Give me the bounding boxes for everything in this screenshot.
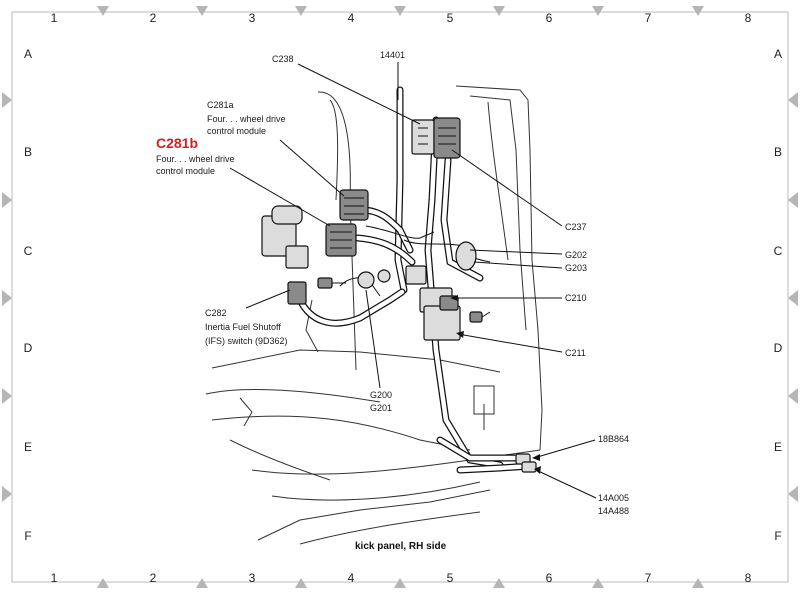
col-label: 3 <box>249 571 256 585</box>
row-label: A <box>24 47 32 61</box>
row-label: C <box>774 244 783 258</box>
col-label: 6 <box>546 571 553 585</box>
label-c281b-desc: control module <box>156 166 215 176</box>
label-c281a-desc: Four. . . wheel drive <box>207 114 286 124</box>
ground-g200-g201 <box>357 269 391 289</box>
label-c281a: C281a <box>207 100 234 110</box>
label-c282: C282 <box>205 308 227 318</box>
label-g200: G200 <box>370 390 392 400</box>
label-14401: 14401 <box>380 50 405 60</box>
label-c238: C238 <box>272 54 294 64</box>
col-label: 2 <box>150 571 157 585</box>
bolt-icon <box>469 311 491 323</box>
leader-lines <box>229 62 597 499</box>
connector-c281a <box>339 189 369 221</box>
grid-markers-vertical <box>2 92 798 502</box>
col-label: 6 <box>546 11 553 25</box>
col-label: 8 <box>745 11 752 25</box>
col-label: 7 <box>645 11 652 25</box>
label-c210: C210 <box>565 293 587 303</box>
col-label: 5 <box>447 11 454 25</box>
label-c211: C211 <box>565 348 586 358</box>
vehicle-body <box>205 85 543 545</box>
ifs-switch-c282 <box>261 205 309 305</box>
bolt-icon <box>317 277 346 289</box>
row-label: A <box>774 47 782 61</box>
row-labels-right: A B C D E F <box>774 47 783 543</box>
col-label: 1 <box>51 11 58 25</box>
col-label: 3 <box>249 11 256 25</box>
connector-small <box>405 265 427 285</box>
col-label: 2 <box>150 11 157 25</box>
diagram-caption: kick panel, RH side <box>355 541 447 552</box>
col-label: 7 <box>645 571 652 585</box>
label-c237: C237 <box>565 222 587 232</box>
row-label: E <box>774 440 782 454</box>
col-label: 5 <box>447 571 454 585</box>
label-g203: G203 <box>565 263 587 273</box>
row-label: D <box>774 341 783 355</box>
col-label: 1 <box>51 571 58 585</box>
label-18b864: 18B864 <box>598 434 629 444</box>
row-label: E <box>24 440 32 454</box>
harness-ends <box>515 453 537 473</box>
row-label: F <box>24 529 31 543</box>
row-label: C <box>24 244 33 258</box>
arrow-heads <box>450 295 541 474</box>
column-labels-bottom: 1 2 3 4 5 6 7 8 <box>51 571 752 585</box>
col-label: 8 <box>745 571 752 585</box>
ground-g202-g203 <box>455 241 477 271</box>
row-label: B <box>24 145 32 159</box>
row-label: B <box>774 145 782 159</box>
label-c281b: C281b <box>156 135 198 151</box>
connector-c238 <box>411 117 461 159</box>
row-label: D <box>24 341 33 355</box>
row-label: F <box>774 529 781 543</box>
column-labels-top: 1 2 3 4 5 6 7 8 <box>51 11 752 25</box>
grid-markers-horizontal <box>97 6 704 588</box>
label-14a005: 14A005 <box>598 493 629 503</box>
col-label: 4 <box>348 571 355 585</box>
connector-c281b <box>325 223 357 257</box>
label-g201: G201 <box>370 403 392 413</box>
label-c282-desc: Inertia Fuel Shutoff <box>205 322 281 332</box>
label-c282-desc: (IFS) switch (9D362) <box>205 336 288 346</box>
col-label: 4 <box>348 11 355 25</box>
label-c281a-desc: control module <box>207 126 266 136</box>
row-labels-left: A B C D E F <box>24 47 33 543</box>
connector-c211 <box>423 295 461 341</box>
label-14a488: 14A488 <box>598 506 629 516</box>
label-g202: G202 <box>565 250 587 260</box>
label-c281b-desc: Four. . . wheel drive <box>156 154 235 164</box>
